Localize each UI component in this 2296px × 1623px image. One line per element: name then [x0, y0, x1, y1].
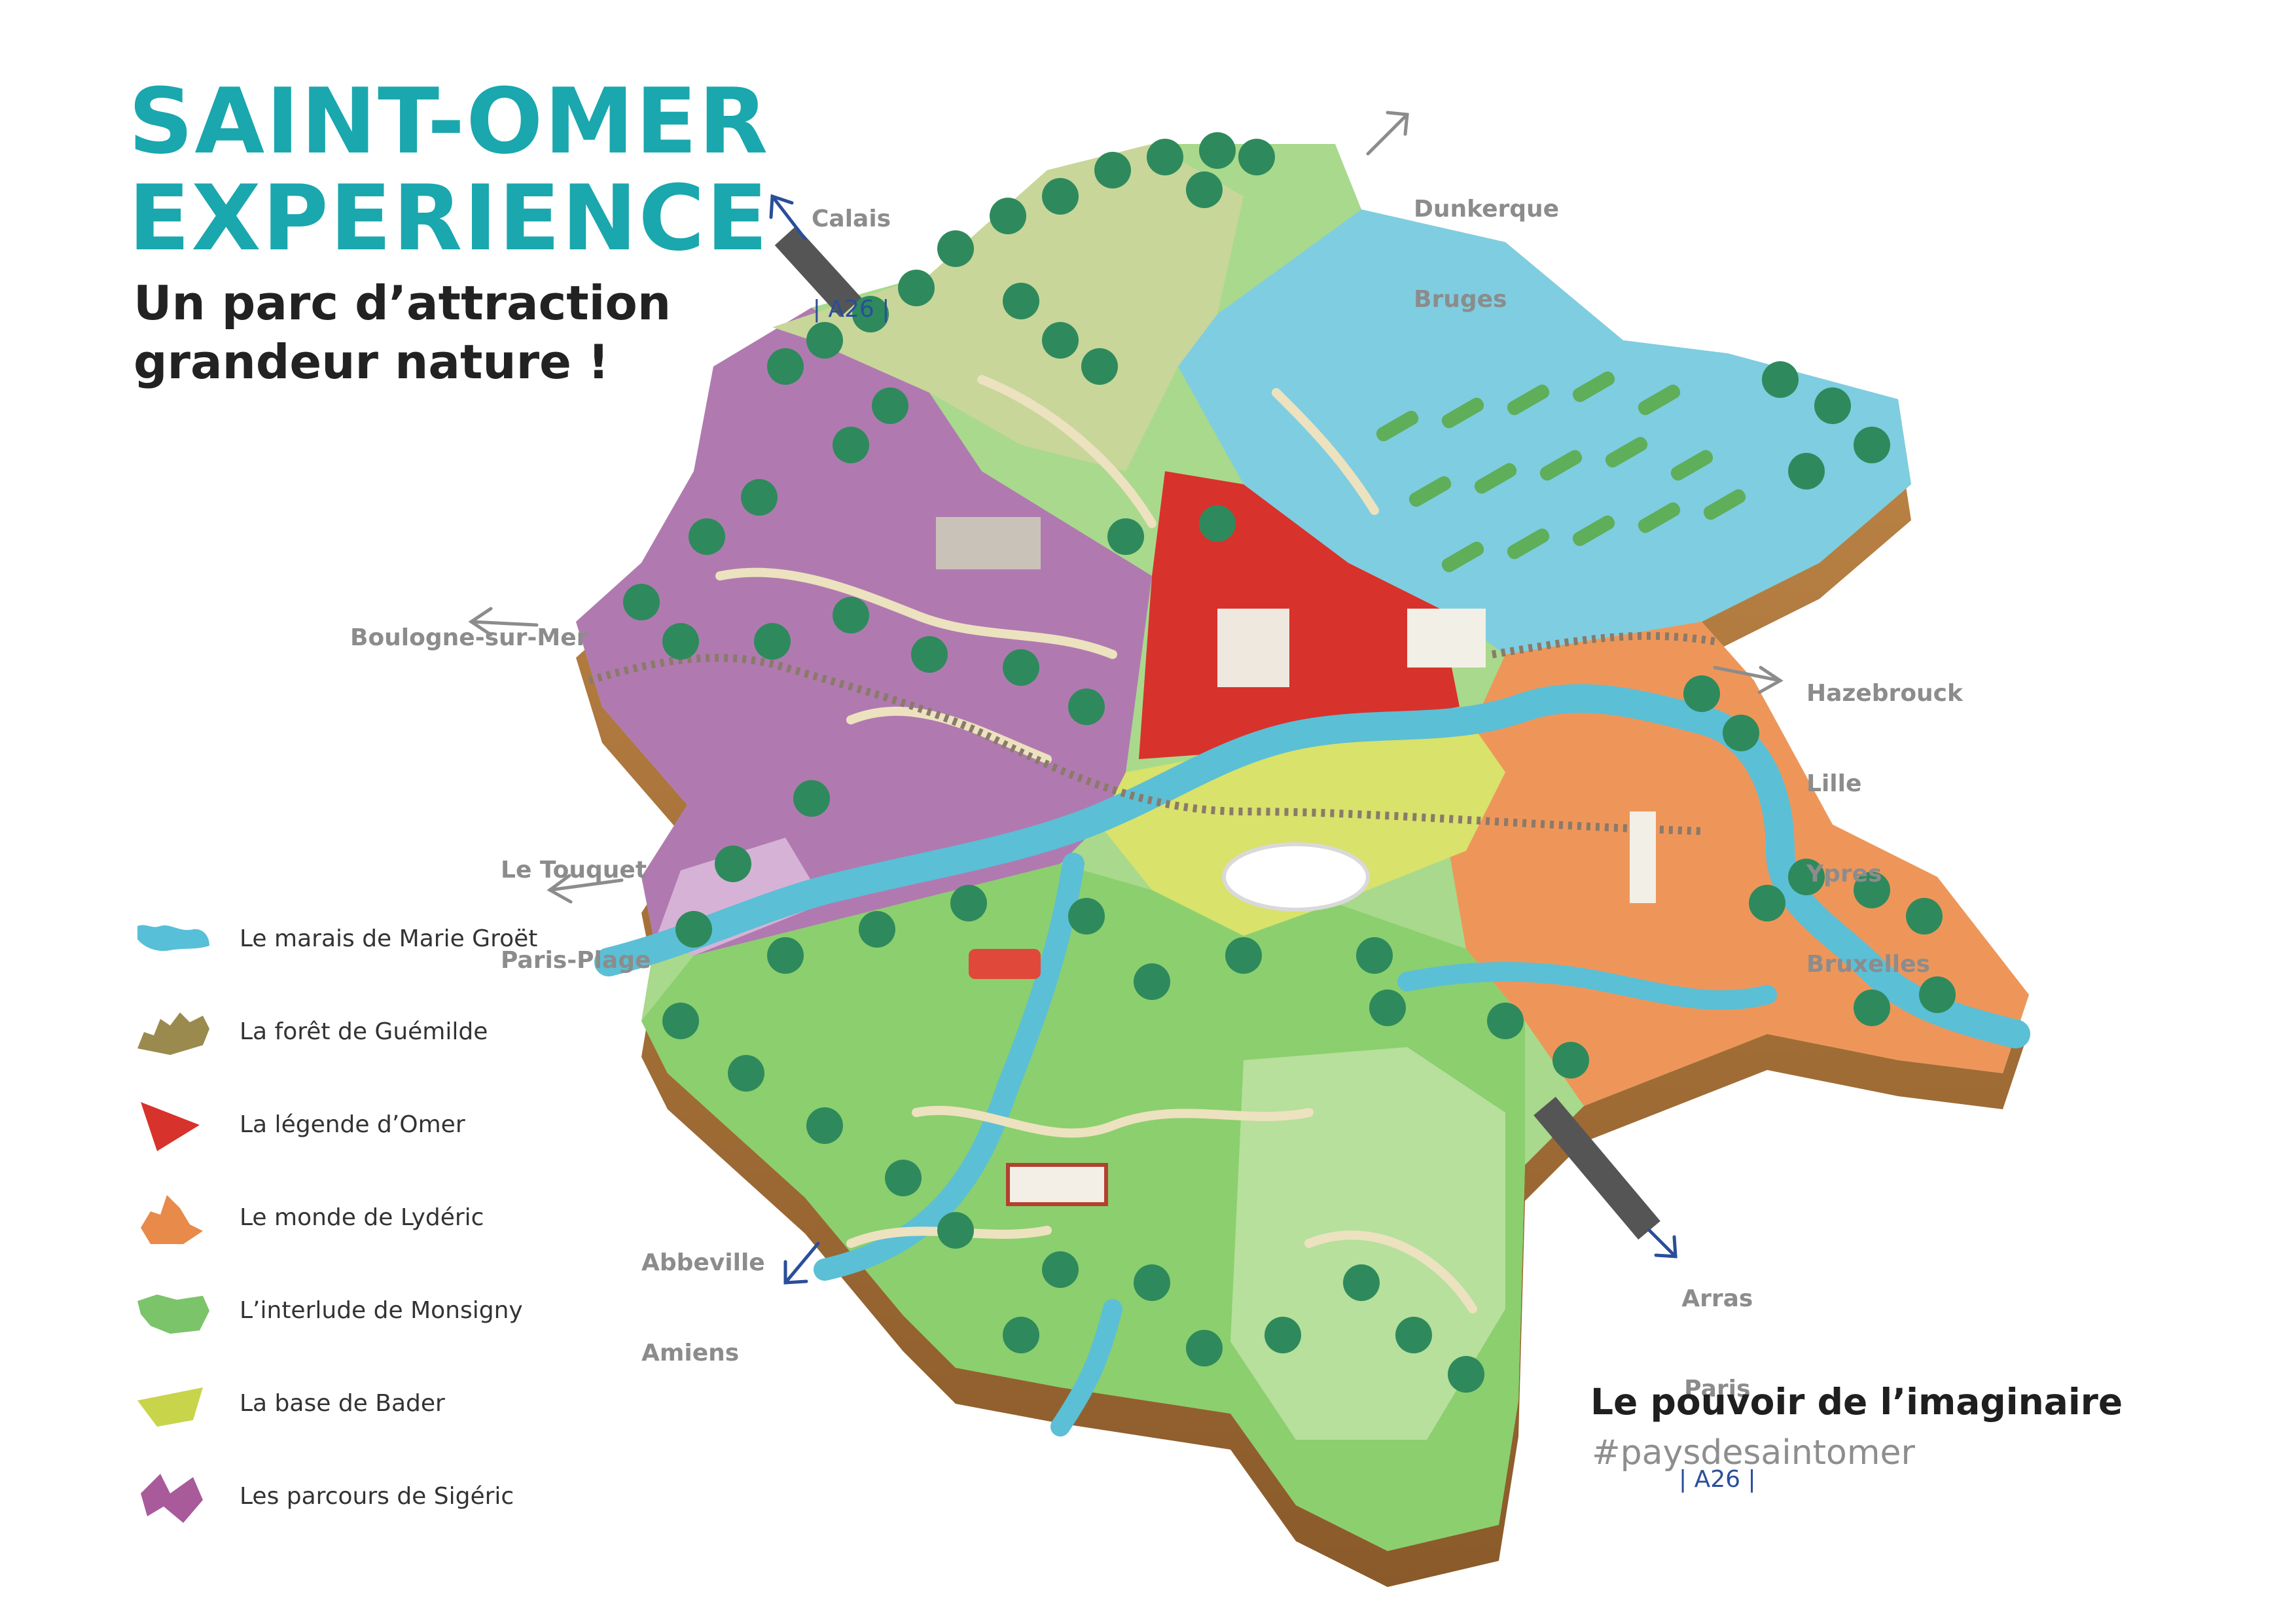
highway-south	[1534, 1096, 1660, 1240]
direction-hazebrouck: Hazebrouck Lille Ypres Bruxelles	[1806, 618, 1963, 1040]
direction-calais-city: Calais	[812, 205, 891, 232]
legend-label-lyderic: Le monde de Lydéric	[240, 1204, 484, 1231]
town-hall-building	[1407, 609, 1486, 668]
legend-item-sigeric: Les parcours de Sigéric	[131, 1467, 628, 1533]
legend-item-foret: La forêt de Guémilde	[131, 1003, 628, 1068]
legend-item-marais: Le marais de Marie Groët	[131, 910, 628, 975]
direction-abbeville: Abbeville Amiens	[641, 1188, 765, 1429]
page-title: SAINT-OMER EXPERIENCE	[128, 73, 769, 267]
arrow-touquet-icon	[547, 874, 624, 904]
arrow-boulogne-icon	[468, 607, 539, 637]
legend-swatch-monsigny-icon	[137, 1294, 209, 1334]
title-line-1: SAINT-OMER	[128, 69, 770, 174]
arrow-dunkerque-icon	[1366, 111, 1409, 156]
bus-vehicle	[969, 949, 1041, 979]
zone-sigeric	[576, 308, 1152, 955]
direction-hazebrouck-line1: Hazebrouck	[1806, 680, 1963, 707]
marsh-gardens	[1376, 371, 1746, 573]
direction-abbeville-line2: Amiens	[641, 1340, 740, 1366]
legend-label-monsigny: L’interlude de Monsigny	[240, 1297, 523, 1324]
legend-item-bader: La base de Bader	[131, 1374, 628, 1440]
railway	[588, 654, 1702, 835]
legend-swatch-bader-icon	[137, 1387, 203, 1427]
trees	[623, 132, 1956, 1393]
direction-calais-road: | A26 |	[812, 296, 890, 323]
direction-boulogne-city: Boulogne-sur-Mer	[350, 624, 588, 651]
direction-calais: Calais | A26 |	[812, 144, 891, 385]
direction-hazebrouck-line3: Ypres	[1806, 861, 1882, 887]
hashtag: #paysdesaintomer	[1592, 1433, 1915, 1472]
legend-swatch-lyderic-icon	[141, 1195, 203, 1244]
map-legend: Le marais de Marie Groët La forêt de Gué…	[131, 910, 628, 1538]
subtitle-line-1: Un parc d’attraction	[134, 276, 672, 330]
direction-touquet-line2: Paris-Plage	[501, 947, 651, 974]
legend-swatch-marais-icon	[137, 925, 209, 952]
arrow-calais-icon	[769, 194, 807, 241]
river	[594, 684, 2030, 1048]
direction-arras-line2: Paris	[1684, 1376, 1751, 1402]
legend-label-bader: La base de Bader	[240, 1390, 445, 1417]
direction-arras-line1: Arras	[1681, 1285, 1753, 1312]
title-line-2: EXPERIENCE	[128, 166, 769, 271]
arrow-hazebrouck-icon	[1713, 666, 1784, 694]
legend-swatch-omer-icon	[141, 1102, 200, 1151]
direction-arrows	[468, 111, 1784, 904]
direction-hazebrouck-line4: Bruxelles	[1806, 951, 1930, 978]
cathedral-building	[1217, 609, 1289, 687]
legend-label-sigeric: Les parcours de Sigéric	[240, 1483, 514, 1510]
arrow-abbeville-icon	[783, 1241, 820, 1285]
page-subtitle: Un parc d’attraction grandeur nature !	[134, 274, 671, 391]
clock-tower	[1630, 812, 1656, 903]
slogan: Le pouvoir de l’imaginaire	[1590, 1381, 2123, 1423]
legend-item-monsigny: L’interlude de Monsigny	[131, 1281, 628, 1347]
zone-marais	[1178, 209, 1911, 654]
legend-label-omer: La légende d’Omer	[240, 1111, 465, 1138]
farm-building	[1006, 1163, 1108, 1206]
legend-swatch-sigeric-icon	[141, 1474, 203, 1523]
direction-touquet: Le Touquet Paris-Plage	[501, 795, 651, 1036]
road-arrows	[769, 194, 1677, 1285]
highway-north	[774, 226, 862, 317]
direction-dunkerque-line2: Bruges	[1414, 286, 1507, 313]
direction-arras: Arras Paris | A26 |	[1679, 1224, 1756, 1555]
direction-hazebrouck-line2: Lille	[1806, 770, 1862, 797]
river-branch-east	[1397, 962, 1777, 1010]
stadium	[1222, 842, 1370, 912]
legend-item-omer: La légende d’Omer	[131, 1096, 628, 1161]
arrow-arras-icon	[1647, 1228, 1677, 1258]
legend-label-marais: Le marais de Marie Groët	[240, 925, 538, 952]
direction-arras-road: | A26 |	[1679, 1466, 1756, 1493]
direction-touquet-line1: Le Touquet	[501, 857, 647, 883]
direction-dunkerque-line1: Dunkerque	[1414, 196, 1560, 223]
legend-swatch-foret-icon	[137, 1012, 209, 1055]
direction-boulogne: Boulogne-sur-Mer	[350, 563, 588, 713]
river-branch-southwest	[1050, 1299, 1122, 1436]
direction-dunkerque: Dunkerque Bruges	[1414, 134, 1559, 375]
castle-building	[936, 517, 1041, 569]
legend-label-foret: La forêt de Guémilde	[240, 1018, 488, 1045]
direction-abbeville-line1: Abbeville	[641, 1249, 765, 1276]
railway-north	[1492, 632, 1715, 658]
subtitle-line-2: grandeur nature !	[134, 334, 609, 389]
legend-item-lyderic: Le monde de Lydéric	[131, 1188, 628, 1254]
